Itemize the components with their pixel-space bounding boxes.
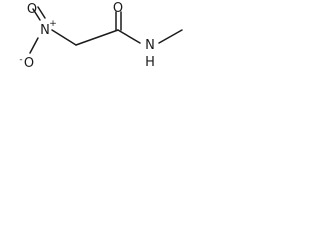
bond-nitro-n-o-double-a <box>32 8 41 21</box>
atom-label-nitro-o-double: O <box>27 2 37 17</box>
bond-ch2-carbonyl <box>75 29 119 46</box>
bond-carbonyl-amide-n <box>117 29 141 44</box>
bond-amide-n-methyl <box>158 29 183 44</box>
bonds <box>29 6 183 54</box>
charge-plus-nitro-n: + <box>49 19 57 29</box>
atom-label-carbonyl-o: O <box>113 1 123 16</box>
charge-minus-nitro-o: - <box>19 55 22 65</box>
bond-nitro-n-ch2 <box>51 29 77 46</box>
atom-label-amide-h: H <box>145 55 155 70</box>
atom-labels: O N + O - O N H <box>19 1 155 71</box>
atom-label-nitro-o-single: O <box>24 56 34 71</box>
bond-nitro-n-o-single <box>29 37 39 54</box>
atom-label-nitro-n: N <box>40 23 50 38</box>
bond-nitro-n-o-double-b <box>37 6 46 19</box>
chemical-structure: O N + O - O N H <box>19 1 183 71</box>
atom-label-amide-n: N <box>145 38 155 53</box>
